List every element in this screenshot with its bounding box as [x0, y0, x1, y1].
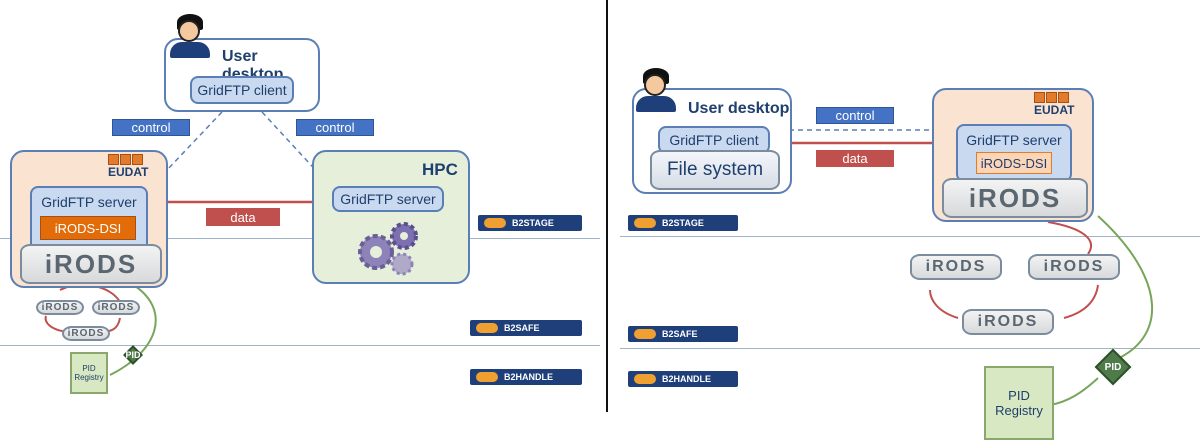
- pid-registry-doc: PID Registry: [70, 352, 108, 394]
- right-b2handle-badge: B2HANDLE: [628, 371, 738, 387]
- eudat-node-box: EUDAT GridFTP server iRODS-DSI iRODS: [10, 150, 168, 288]
- right-b2handle-label: B2HANDLE: [662, 374, 712, 384]
- b2handle-logo-icon: [476, 372, 498, 382]
- right-eudat-node-box: EUDAT GridFTP server iRODS-DSI iRODS: [932, 88, 1094, 222]
- gears-icon: [358, 222, 418, 276]
- pid-registry-line2: Registry: [74, 373, 104, 382]
- right-pid-diamond-label: PID: [1104, 361, 1122, 373]
- file-system-storage: File system: [650, 150, 780, 190]
- pid-diamond-label: PID: [125, 350, 141, 360]
- pid-registry-line1: PID: [82, 364, 96, 373]
- right-replication-a: [1047, 221, 1093, 255]
- right-b2stage-label: B2STAGE: [662, 218, 704, 228]
- irods-storage: iRODS: [20, 244, 162, 284]
- right-small-irods-c: iRODS: [962, 309, 1054, 335]
- right-replication-b: [1063, 284, 1099, 319]
- right-user-desktop-box: User desktop GridFTP client File system: [632, 88, 792, 194]
- right-irods-storage: iRODS: [942, 178, 1088, 218]
- b2safe-label: B2SAFE: [504, 323, 540, 333]
- right-data-label: data: [816, 150, 894, 167]
- right-user-desktop-title: User desktop: [688, 100, 790, 117]
- hpc-box: HPC GridFTP server: [312, 150, 470, 284]
- right-b2stage-badge: B2STAGE: [628, 215, 738, 231]
- control-label-a: control: [112, 119, 190, 136]
- right-irods-dsi-box: iRODS-DSI: [976, 152, 1052, 174]
- b2stage-logo-icon: [484, 218, 506, 228]
- b2safe-badge: B2SAFE: [470, 320, 582, 336]
- small-irods-a: iRODS: [36, 300, 84, 315]
- control-label-b: control: [296, 119, 374, 136]
- pid-curve: [109, 285, 157, 376]
- b2safe-logo-icon: [476, 323, 498, 333]
- right-b2safe-label: B2SAFE: [662, 329, 698, 339]
- right-small-irods-a: iRODS: [910, 254, 1002, 280]
- right-eudat-label: EUDAT: [1034, 103, 1075, 117]
- hpc-title: HPC: [422, 160, 458, 179]
- right-small-irods-b: iRODS: [1028, 254, 1120, 280]
- b2stage-badge: B2STAGE: [478, 215, 582, 231]
- right-control-label: control: [816, 107, 894, 124]
- small-irods-c: iRODS: [62, 326, 110, 341]
- right-pid-link: [1049, 377, 1099, 406]
- b2handle-badge: B2HANDLE: [470, 369, 582, 385]
- data-label: data: [206, 208, 280, 226]
- right-b2safe-badge: B2SAFE: [628, 326, 738, 342]
- user-avatar-icon: [168, 14, 212, 58]
- right-gridftp-server-label: GridFTP server: [966, 132, 1062, 148]
- gridftp-client-box: GridFTP client: [190, 76, 294, 104]
- b2handle-label: B2HANDLE: [504, 372, 554, 382]
- small-irods-b: iRODS: [92, 300, 140, 315]
- panel-divider: [606, 0, 608, 412]
- right-pid-registry-line2: Registry: [995, 403, 1043, 418]
- right-b2stage-logo-icon: [634, 218, 656, 228]
- right-replication-c: [929, 289, 959, 319]
- right-b2safe-logo-icon: [634, 329, 656, 339]
- right-layer-line-b2safe: [620, 348, 1200, 349]
- eudat-label: EUDAT: [108, 165, 149, 179]
- layer-line-b2safe: [0, 345, 600, 346]
- right-b2handle-logo-icon: [634, 374, 656, 384]
- right-pid-registry-line1: PID: [1008, 388, 1030, 403]
- right-pid-registry-doc: PID Registry: [984, 366, 1054, 440]
- right-user-avatar-icon: [634, 68, 678, 112]
- user-desktop-box: User desktop GridFTP client: [164, 38, 320, 112]
- irods-dsi-box: iRODS-DSI: [40, 216, 136, 240]
- eudat-cubes-icon: [108, 154, 148, 165]
- layer-line-b2stage: [0, 238, 600, 239]
- right-pid-curve: [1097, 215, 1154, 363]
- eudat-logo: EUDAT: [108, 154, 148, 179]
- gridftp-server-label: GridFTP server: [41, 194, 137, 210]
- right-layer-line-b2stage: [620, 236, 1200, 237]
- right-eudat-cubes-icon: [1034, 92, 1074, 103]
- hpc-gridftp-server-box: GridFTP server: [332, 186, 444, 212]
- b2stage-label: B2STAGE: [512, 218, 554, 228]
- right-eudat-logo: EUDAT: [1034, 92, 1074, 117]
